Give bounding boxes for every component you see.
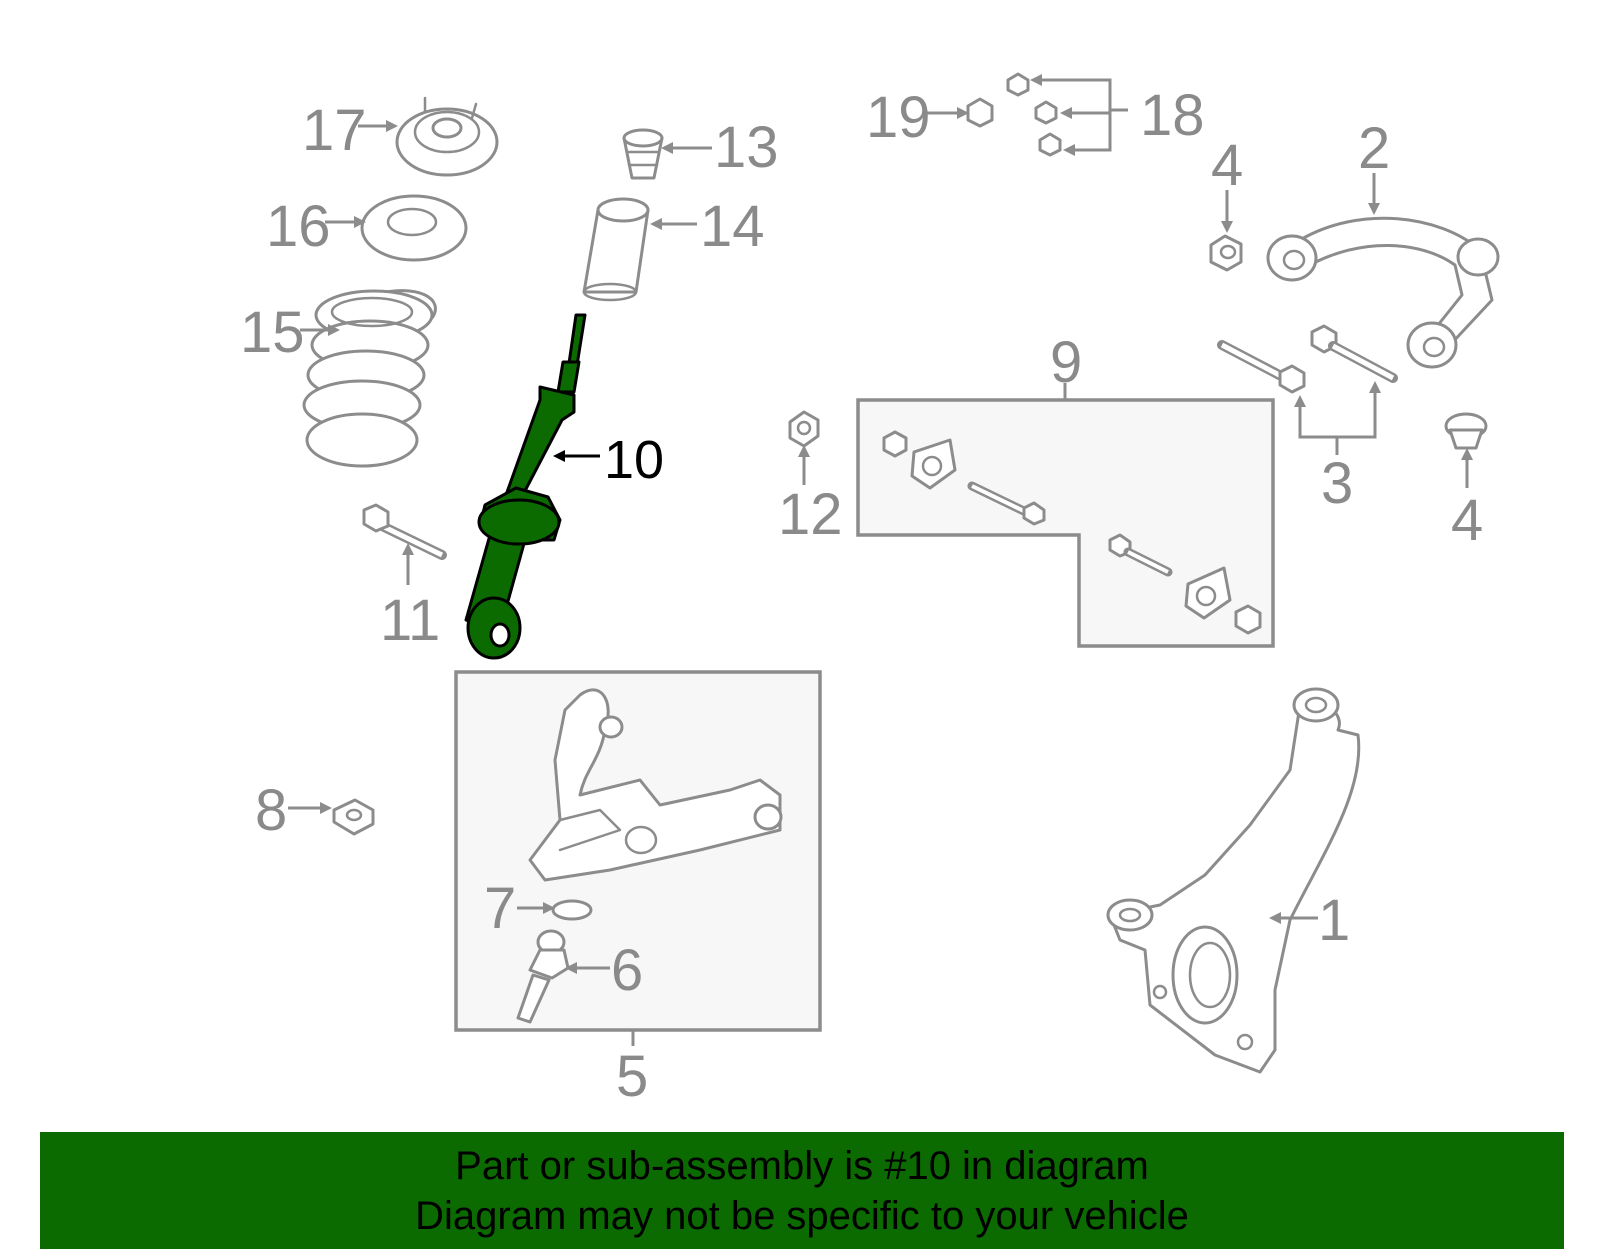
cam-kit-box [856, 398, 1275, 648]
callout-7: 7 [484, 876, 516, 941]
leader-lines [288, 74, 1473, 1046]
part-12-nut[interactable] [788, 410, 820, 448]
part-8-nut[interactable] [332, 798, 375, 836]
info-banner: Part or sub-assembly is #10 in diagram D… [40, 1132, 1564, 1249]
part-18-nuts[interactable] [1006, 72, 1062, 157]
callout-8: 8 [255, 778, 287, 843]
part-16-spring-seat[interactable] [360, 194, 468, 262]
part-15-coil-spring[interactable] [302, 289, 437, 468]
part-11-bolt[interactable] [362, 503, 447, 560]
callout-6: 6 [611, 938, 643, 1003]
part-17-upper-mount[interactable] [395, 96, 499, 177]
callout-13: 13 [714, 115, 779, 180]
callout-5: 5 [616, 1044, 648, 1109]
callout-16: 16 [266, 194, 331, 259]
part-14-dust-boot[interactable] [582, 197, 650, 302]
callout-12: 12 [778, 482, 843, 547]
callout-2: 2 [1358, 116, 1390, 181]
callout-18: 18 [1140, 83, 1205, 148]
callout-4-bottom: 4 [1451, 488, 1483, 553]
callout-17: 17 [302, 98, 367, 163]
part-6-ball-joint[interactable] [516, 929, 570, 1024]
part-7-snap-ring[interactable] [551, 899, 593, 921]
callout-11: 11 [380, 588, 440, 653]
part-4-nut-top[interactable] [1209, 234, 1243, 272]
part-1-steering-knuckle[interactable] [1106, 687, 1361, 1074]
part-19-nut[interactable] [966, 97, 994, 128]
part-9-cam-kit[interactable] [882, 430, 1262, 635]
banner-line-1: Part or sub-assembly is #10 in diagram [455, 1143, 1149, 1188]
part-10-shock-absorber[interactable] [464, 313, 587, 660]
callout-1: 1 [1318, 888, 1350, 953]
part-4-nut-bottom[interactable] [1444, 412, 1488, 450]
callout-14: 14 [700, 194, 765, 259]
callout-19: 19 [866, 85, 931, 150]
callout-4-top: 4 [1211, 133, 1243, 198]
callout-9: 9 [1050, 330, 1082, 395]
callout-10: 10 [604, 430, 664, 490]
callout-3: 3 [1321, 451, 1353, 516]
callout-15: 15 [240, 300, 305, 365]
part-13-bump-stop[interactable] [622, 128, 664, 180]
suspension-parts-diagram: 17 16 15 13 14 10 11 12 9 19 18 2 4 3 4 … [240, 72, 1500, 1109]
part-3-bolts[interactable] [1217, 324, 1398, 394]
part-2-upper-arm[interactable] [1266, 216, 1500, 369]
part-5-lower-arm[interactable] [528, 688, 783, 882]
banner-line-2: Diagram may not be specific to your vehi… [415, 1193, 1189, 1238]
